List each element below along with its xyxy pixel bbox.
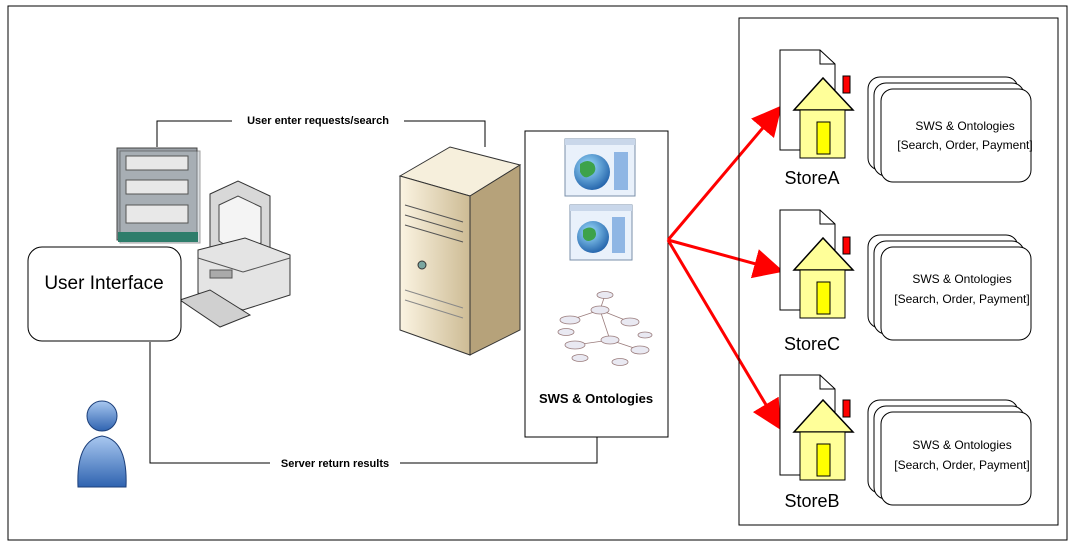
user-person-icon <box>77 400 127 488</box>
server-tower-icon <box>398 146 522 356</box>
stores-panel <box>738 17 1059 526</box>
red-arrows <box>666 105 784 431</box>
card-title: SWS & Ontologies <box>915 119 1014 133</box>
request-label: User enter requests/search <box>247 115 389 127</box>
store-b: StoreB SWS & Ontologies [Search, Order, … <box>779 374 1032 511</box>
return-label: Server return results <box>281 458 389 470</box>
card-subtitle: [Search, Order, Payment] <box>897 138 1032 152</box>
card-subtitle: [Search, Order, Payment] <box>894 458 1029 472</box>
arrow-to-storec <box>667 238 784 279</box>
card-title: SWS & Ontologies <box>912 272 1011 286</box>
ontology-graph-icon <box>557 291 653 366</box>
house-icon <box>792 236 855 319</box>
card-title: SWS & Ontologies <box>912 438 1011 452</box>
globe-window-icon <box>569 204 633 261</box>
house-icon <box>792 75 855 159</box>
user-interface-box: User Interface <box>27 246 182 342</box>
arrow-to-storeb <box>666 239 782 431</box>
store-c: StoreC SWS & Ontologies [Search, Order, … <box>779 209 1032 354</box>
sws-ontologies-box: SWS & Ontologies <box>524 130 669 438</box>
store-name: StoreA <box>784 168 839 188</box>
return-connector: Server return results <box>149 342 598 471</box>
request-connector: User enter requests/search <box>156 112 486 147</box>
sws-box-title: SWS & Ontologies <box>539 391 653 406</box>
service-card-stack: SWS & Ontologies [Search, Order, Payment… <box>867 399 1032 506</box>
desktop-computer-icon <box>116 147 291 328</box>
house-icon <box>792 398 855 481</box>
service-card-stack: SWS & Ontologies [Search, Order, Payment… <box>867 76 1033 183</box>
card-subtitle: [Search, Order, Payment] <box>894 292 1029 306</box>
outer-frame <box>7 5 1068 541</box>
user-interface-label: User Interface <box>44 273 163 294</box>
store-name: StoreB <box>784 491 839 511</box>
service-card-stack: SWS & Ontologies [Search, Order, Payment… <box>867 234 1032 341</box>
store-a: StoreA SWS & Ontologies [Search, Order, … <box>779 49 1033 188</box>
arrow-to-storea <box>666 105 782 241</box>
store-name: StoreC <box>784 334 840 354</box>
globe-window-icon <box>564 138 636 197</box>
